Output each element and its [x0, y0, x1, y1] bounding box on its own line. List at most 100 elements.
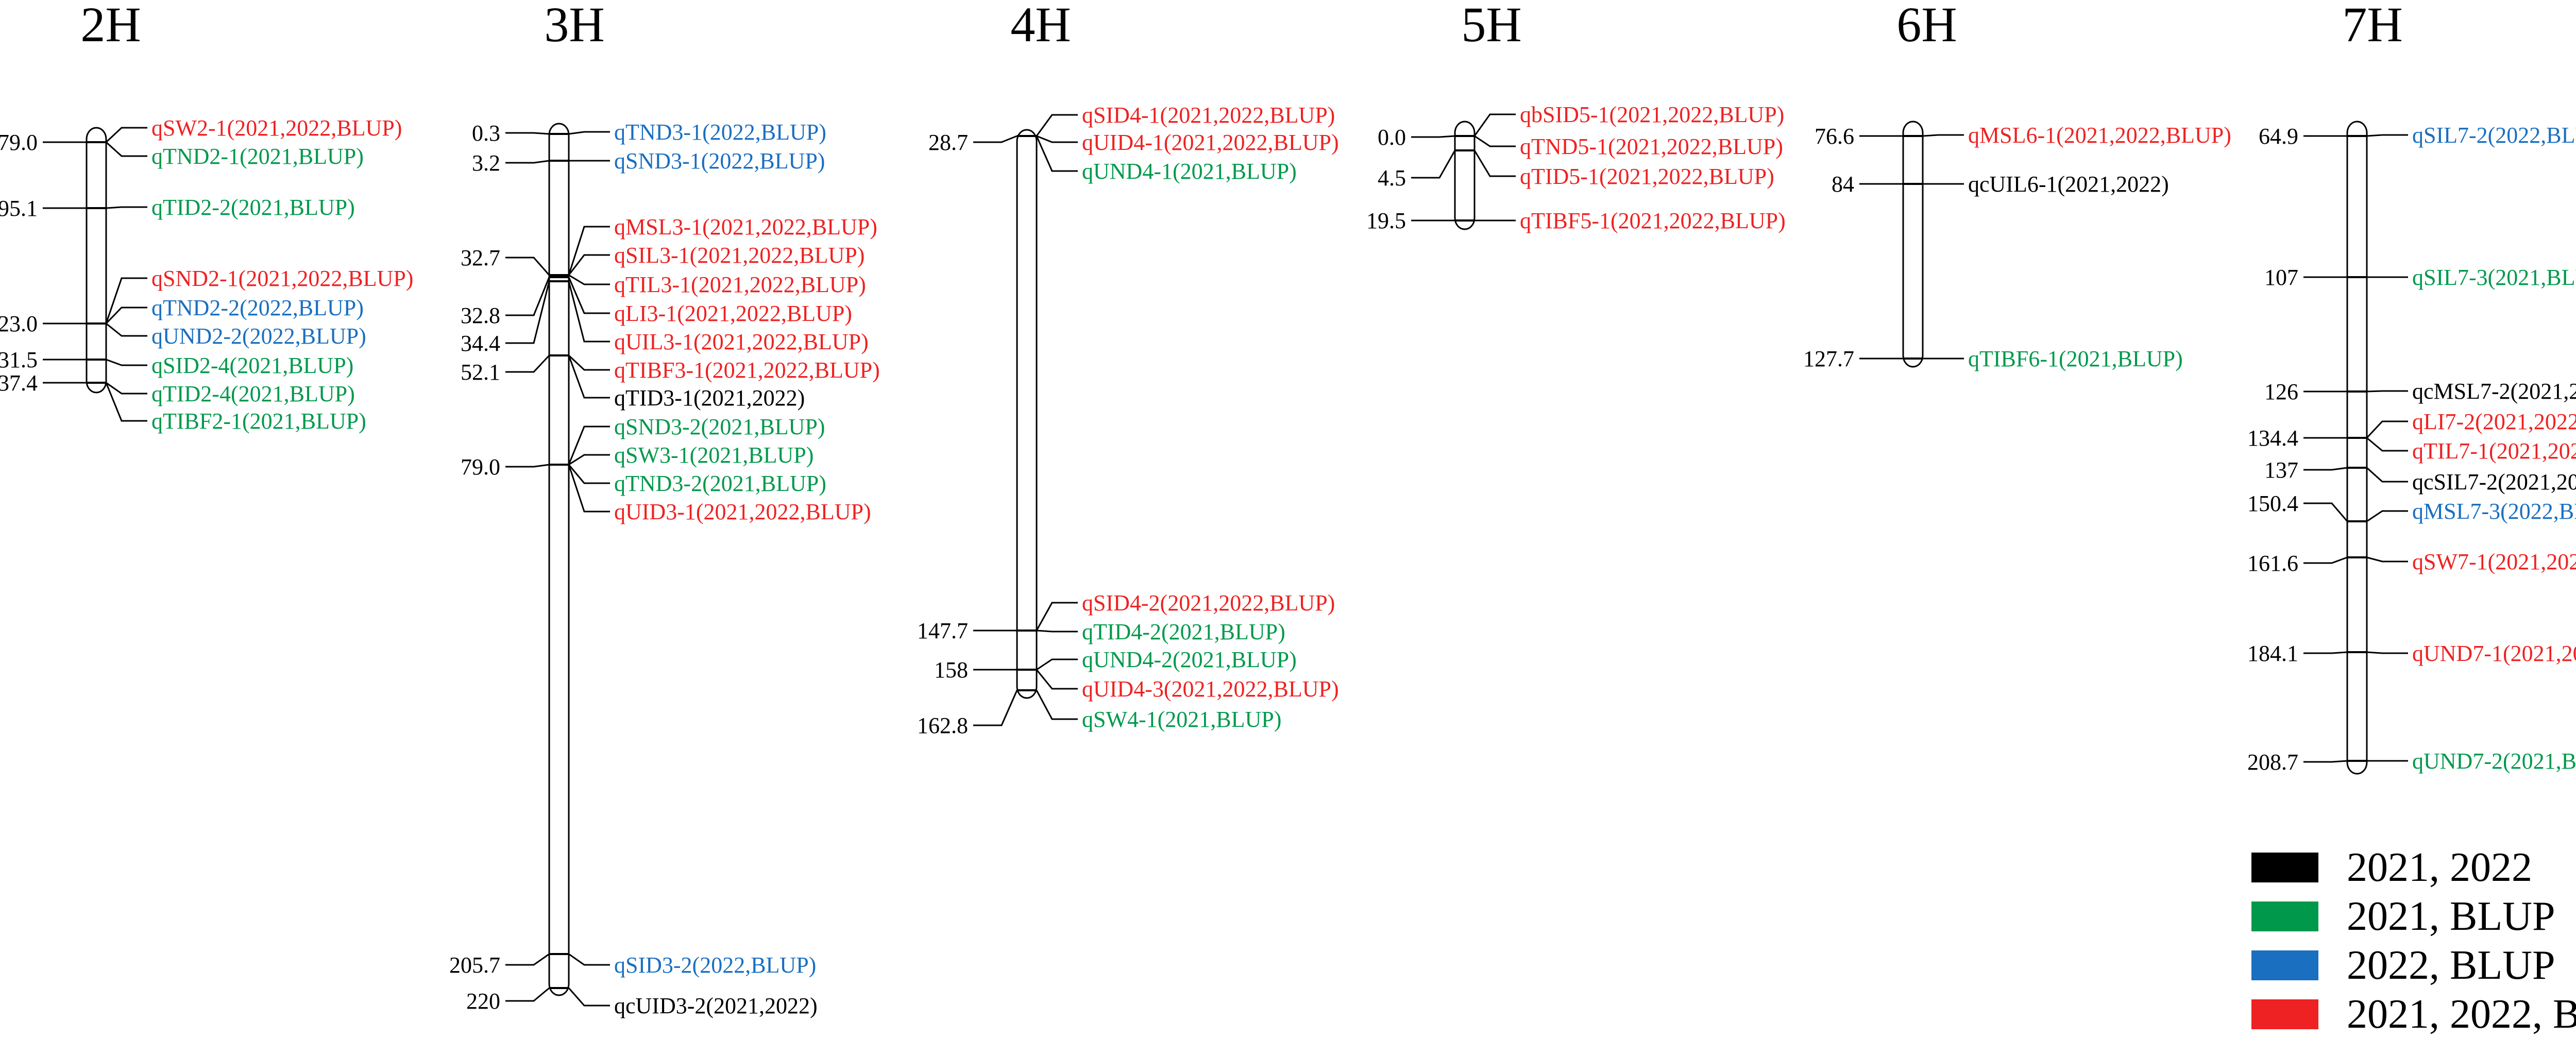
chromosome-bar	[1016, 129, 1038, 699]
qtl-connector	[106, 382, 147, 395]
marker-position: 32.8	[461, 303, 500, 328]
qtl-connector	[568, 988, 610, 1007]
marker-connector-left	[2303, 467, 2348, 471]
marker-position: 131.5	[0, 347, 38, 372]
marker-position: 64.9	[2259, 124, 2298, 149]
marker-position: 127.7	[1803, 346, 1854, 371]
qtl-label-qtid5-1: qTID5-1(2021,2022,BLUP)	[1520, 164, 1774, 189]
marker-connector-left	[2303, 502, 2348, 522]
marker-connector-left	[505, 987, 550, 1002]
qtl-label-qsnd3-2: qSND3-2(2021,BLUP)	[614, 414, 825, 439]
legend-label: 2021, 2022, BLUP	[2347, 992, 2576, 1035]
qtl-label-qtnd3-2: qTND3-2(2021,BLUP)	[614, 471, 826, 496]
marker-position: 0.3	[472, 121, 500, 146]
marker-position: 184.1	[2247, 641, 2298, 666]
marker-connector-left	[505, 132, 550, 135]
qtl-connector	[2366, 390, 2408, 393]
legend-label: 2021, 2022	[2347, 845, 2532, 890]
marker-position: 137.4	[0, 370, 38, 396]
marker-position: 28.7	[928, 130, 968, 155]
qtl-connector	[1036, 135, 1078, 143]
legend-item: 2021, 2022	[2251, 845, 2532, 890]
qtl-connector	[568, 226, 610, 276]
marker-connector-left	[505, 953, 550, 966]
marker-position: 134.4	[2247, 426, 2298, 451]
qtl-connector	[568, 454, 610, 466]
marker-position: 0.0	[1378, 125, 1406, 150]
qtl-label-qcuil6-1: qcUIL6-1(2021,2022)	[1968, 172, 2169, 197]
qtl-connector	[568, 354, 610, 371]
qtl-connector	[1036, 114, 1078, 137]
qtl-label-qsil3-1: qSIL3-1(2021,2022,BLUP)	[614, 243, 865, 268]
qtl-label-qtid2-2: qTID2-2(2021,BLUP)	[151, 195, 355, 220]
marker-position: 158	[934, 657, 968, 683]
marker-connector-left	[505, 257, 550, 276]
marker-connector-left	[973, 690, 1018, 726]
chromosome-2h: 2H79.095.1123.0131.5137.4qSW2-1(2021,202…	[0, 0, 413, 434]
qtl-connector	[1036, 629, 1078, 633]
marker-position: 19.5	[1366, 208, 1406, 233]
chromosome-bar	[2346, 121, 2368, 775]
chromosome-title: 6H	[1896, 0, 1957, 52]
qtl-label-qmsl7-3: qMSL7-3(2022,BLUP)	[2412, 499, 2576, 524]
marker-position: 79.0	[461, 454, 500, 480]
legend-swatch	[2251, 853, 2318, 882]
qtl-connector	[568, 274, 610, 285]
qtl-connector	[1036, 658, 1078, 671]
chromosome-title: 4H	[1010, 0, 1071, 52]
chromosome-title: 2H	[80, 0, 141, 52]
marker-connector-left	[2303, 760, 2348, 763]
qtl-connector	[1922, 134, 1964, 137]
qtl-label-quid4-3: qUID4-3(2021,2022,BLUP)	[1082, 676, 1339, 702]
qtl-label-qsnd3-1: qSND3-1(2022,BLUP)	[614, 148, 825, 174]
qtl-label-qbsid5-1: qbSID5-1(2021,2022,BLUP)	[1520, 102, 1784, 127]
qtl-connector	[105, 277, 147, 324]
marker-connector-left	[1411, 150, 1456, 179]
chromosome-7h: 7H64.9107126134.4137150.4161.6184.1208.7…	[2247, 0, 2576, 775]
marker-position: 32.7	[461, 245, 500, 270]
qtl-label-qcmsl7-2: qcMSL7-2(2021,2022)	[2412, 379, 2576, 404]
legend-swatch	[2251, 950, 2318, 980]
marker-position: 161.6	[2247, 551, 2298, 576]
marker-position: 107	[2264, 265, 2298, 290]
qtl-connector	[105, 382, 147, 422]
qtl-connector	[2366, 510, 2408, 522]
qtl-label-qtil3-1: qTIL3-1(2021,2022,BLUP)	[614, 272, 866, 297]
marker-position: 84	[1832, 172, 1854, 197]
qtl-label-qsil7-3: qSIL7-3(2021,BLUP)	[2412, 265, 2576, 290]
qtl-connector	[105, 307, 147, 325]
qtl-label-qund7-1: qUND7-1(2021,2022,BLUP)	[2412, 641, 2576, 666]
legend-swatch	[2251, 901, 2318, 931]
qtl-connector	[2366, 134, 2408, 137]
chromosome-title: 5H	[1461, 0, 1521, 52]
qtl-label-qund7-2: qUND7-2(2021,BLUP)	[2412, 748, 2576, 774]
qtl-connector	[568, 277, 610, 314]
legend-item: 2021, BLUP	[2251, 894, 2555, 939]
qtl-label-qsw4-1: qSW4-1(2021,BLUP)	[1082, 707, 1281, 732]
qtl-connector	[106, 322, 147, 337]
qtl-connector	[105, 127, 147, 143]
marker-connector-left	[505, 281, 550, 344]
qtl-label-quil3-1: qUIL3-1(2021,2022,BLUP)	[614, 329, 869, 354]
marker-position: 3.2	[472, 150, 500, 176]
qtl-connector	[568, 254, 610, 276]
qtl-connector	[2366, 420, 2408, 439]
marker-connector-left	[505, 464, 550, 468]
marker-position: 147.7	[917, 618, 968, 643]
marker-position: 52.1	[461, 360, 500, 385]
qtl-label-qsw7-1: qSW7-1(2021,2022,BLUP)	[2412, 549, 2576, 574]
qtl-label-qund4-1: qUND4-1(2021,BLUP)	[1082, 159, 1297, 184]
qtl-connector	[568, 355, 610, 399]
chromosome-bar	[1902, 121, 1924, 368]
qtl-label-qtnd5-1: qTND5-1(2021,2022,BLUP)	[1520, 134, 1783, 159]
qtl-connector	[568, 131, 610, 135]
marker-position: 162.8	[917, 713, 968, 738]
qtl-label-qcsil7-2: qcSIL7-2(2021,2022)	[2412, 469, 2576, 495]
marker-connector-left	[973, 135, 1018, 143]
legend-item: 2021, 2022, BLUP	[2251, 992, 2576, 1037]
legend-label: 2021, BLUP	[2347, 894, 2555, 939]
chromosome-3h: 3H0.33.232.732.834.452.179.0205.7220qTND…	[449, 0, 880, 1018]
qtl-label-qmsl6-1: qMSL6-1(2021,2022,BLUP)	[1968, 123, 2231, 148]
